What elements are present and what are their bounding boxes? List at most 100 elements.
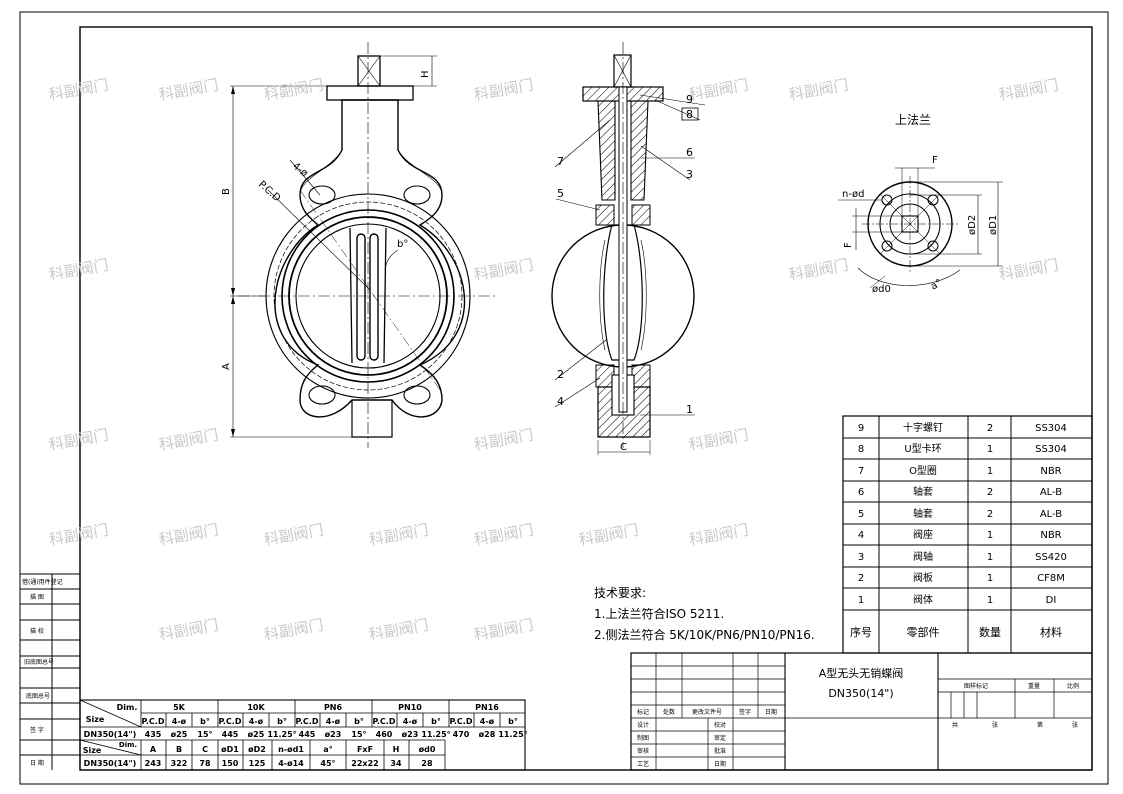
- dim-sub-holes: 4-ø: [172, 717, 187, 726]
- dim-row1-value: 15°: [197, 730, 212, 739]
- tech-req-item-2: 2.侧法兰符合 5K/10K/PN6/PN10/PN16.: [594, 627, 815, 642]
- watermark: 科副阀门: [998, 76, 1060, 104]
- weight-label: 重量: [1028, 682, 1040, 690]
- dim-sub-pcd: P.C.D: [450, 717, 473, 726]
- sign-label: 批准: [714, 747, 726, 755]
- strip-label: 底图总号: [26, 692, 50, 700]
- dim-row2-header: a°: [323, 745, 332, 754]
- dim-row2-value: 243: [145, 759, 162, 768]
- parts-row-qty: 2: [987, 423, 993, 434]
- dim-a-label: A: [221, 363, 232, 370]
- parts-row-no: 2: [858, 573, 864, 584]
- left-strip-text: 借(通)用件登记 描 图 描 校 旧底图总号 底图总号 签 字 日 期: [22, 578, 63, 767]
- parts-row-no: 1: [858, 595, 864, 606]
- parts-row-no: 8: [858, 444, 864, 455]
- parts-row-qty: 1: [987, 552, 993, 563]
- drawing-title: A型无头无销蝶阀: [819, 666, 904, 680]
- dim-row2-size: DN350(14"): [84, 759, 137, 768]
- dim-row2-value: 150: [222, 759, 239, 768]
- dim-row1-value: 11.25°: [421, 730, 450, 739]
- watermark: 科副阀门: [578, 521, 640, 549]
- tech-requirements: 技术要求: 1.上法兰符合ISO 5211. 2.侧法兰符合 5K/10K/PN…: [594, 586, 815, 642]
- watermark: 科副阀门: [688, 521, 750, 549]
- dim-row1-value: 435: [145, 730, 162, 739]
- inner-frame: [79, 26, 1093, 771]
- parts-row-name: 阀轴: [913, 550, 933, 563]
- dim-b-label: B: [221, 188, 232, 195]
- dim-c-label: C: [620, 442, 627, 453]
- parts-row-no: 9: [858, 423, 864, 434]
- watermark: 科副阀门: [263, 521, 325, 549]
- parts-row-qty: 1: [987, 530, 993, 541]
- valve-body-outline: [274, 99, 466, 418]
- parts-row-no: 7: [858, 466, 864, 477]
- dim-group-5k: 5K: [173, 703, 186, 712]
- outer-border: [19, 11, 1109, 785]
- dim-sub-pcd: P.C.D: [373, 717, 396, 726]
- watermark: 科副阀门: [473, 521, 535, 549]
- drawing-size: DN350(14"): [828, 687, 893, 700]
- parts-row-material: SS304: [1035, 423, 1067, 434]
- callout-2: 2: [557, 368, 564, 381]
- page-sheets-label: 张: [1072, 721, 1078, 729]
- watermark: 科副阀门: [158, 521, 220, 549]
- sign-label: 工艺: [637, 760, 649, 768]
- parts-row-material: SS304: [1035, 444, 1067, 455]
- sign-label: 校对: [714, 721, 726, 729]
- dim-row2-value: 28: [421, 759, 433, 768]
- a-deg-label: a°: [929, 278, 944, 293]
- callout-8: 8: [686, 108, 693, 121]
- dim-row1-value: ø23: [325, 730, 342, 739]
- parts-row-material: NBR: [1040, 466, 1061, 477]
- watermark: 科副阀门: [473, 256, 535, 284]
- dim-row1-value: 445: [299, 730, 316, 739]
- dim-row1-value: 11.25°: [498, 730, 527, 739]
- parts-row-material: AL-B: [1040, 487, 1062, 498]
- dim-sub-holes: 4-ø: [249, 717, 264, 726]
- parts-row-name: 阀体: [913, 593, 933, 606]
- sign-label: 日期: [714, 760, 726, 768]
- strip-label: 描 校: [30, 627, 44, 635]
- scale-label: 比例: [1067, 682, 1079, 690]
- sign-label: 设计: [637, 721, 649, 729]
- dim-row1-value: ø23: [402, 730, 419, 739]
- sign-label: 审核: [637, 747, 649, 755]
- callout-4: 4: [557, 395, 564, 408]
- parts-row-name: 轴套: [913, 485, 933, 498]
- strip-label: 借(通)用件登记: [22, 578, 63, 586]
- dim-row2-value: 22x22: [351, 759, 378, 768]
- parts-header-material: 材料: [1040, 625, 1062, 639]
- watermark: 科副阀门: [48, 76, 110, 104]
- callout-3: 3: [686, 168, 693, 181]
- dim-row1-value: 470: [453, 730, 470, 739]
- parts-row-material: CF8M: [1037, 573, 1065, 584]
- d1-label: øD1: [988, 215, 999, 235]
- watermark: 科副阀门: [473, 76, 535, 104]
- rev-header: 签字: [739, 708, 751, 716]
- dim-row1-value: 460: [376, 730, 393, 739]
- dim-sub-holes: 4-ø: [326, 717, 341, 726]
- dim-dim-label: Dim.: [117, 703, 138, 712]
- front-view: [230, 42, 498, 448]
- dim-row2-header: H: [393, 745, 400, 754]
- part-callouts: 9 8 7 6 5 3 2 4 1: [557, 93, 693, 416]
- dim-row2-header: A: [150, 745, 157, 754]
- parts-row-no: 3: [858, 552, 864, 563]
- parts-row-no: 6: [858, 487, 864, 498]
- dim-group-pn6: PN6: [324, 703, 343, 712]
- watermark: 科副阀门: [688, 76, 750, 104]
- watermark: 科副阀门: [48, 426, 110, 454]
- parts-table-text: 9 十字螺钉 2 SS304 8 U型卡环 1 SS304 7 O型圈 1 NB…: [850, 421, 1067, 639]
- angle-b-label: b°: [397, 239, 408, 250]
- parts-row-name: O型圈: [909, 464, 937, 477]
- dim-size-label-2: Size: [83, 746, 102, 755]
- dim-f-left-label: F: [843, 242, 854, 248]
- parts-row-qty: 2: [987, 487, 993, 498]
- rev-header: 处数: [663, 708, 675, 716]
- left-strip-grid: [20, 573, 80, 770]
- watermark: 科副阀门: [998, 256, 1060, 284]
- dim-row2-value: 4-ø14: [278, 759, 304, 768]
- parts-header-qty: 数量: [979, 626, 1001, 639]
- dim-row1-value: ø25: [248, 730, 265, 739]
- dim-row1-value: 445: [222, 730, 239, 739]
